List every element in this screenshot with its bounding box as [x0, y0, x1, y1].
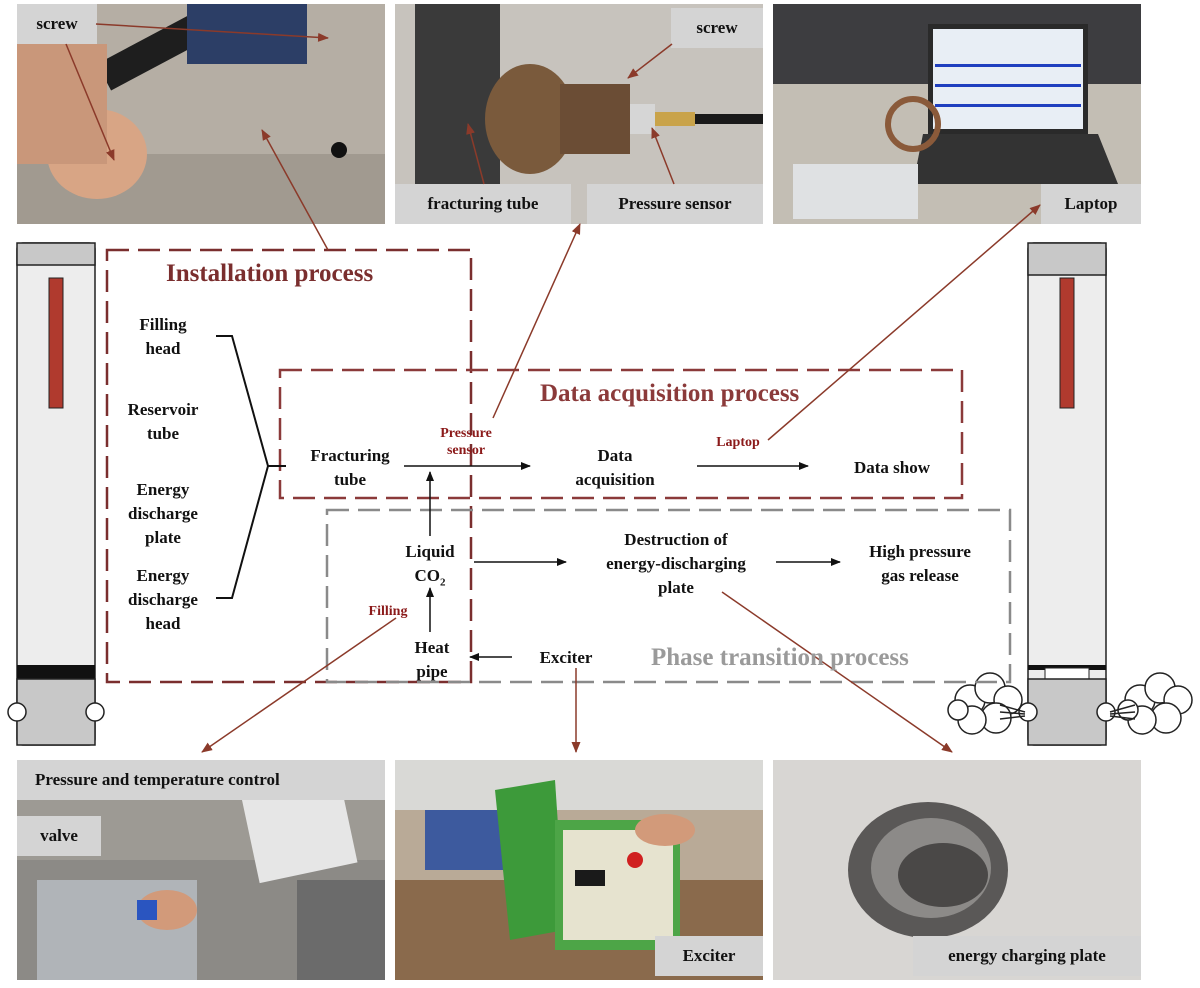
photo-exciter-image — [395, 760, 763, 980]
tag-exciter: Exciter — [655, 936, 763, 976]
node-data-show: Data show — [853, 458, 931, 477]
phase-transition-process-box — [325, 508, 1012, 684]
components-bracket — [216, 335, 286, 599]
leader-laptop-to-photo — [767, 204, 1041, 441]
tag-energy-charging-plate: energy charging plate — [913, 936, 1141, 976]
data-acquisition-process-title: Data acquisition process — [540, 380, 800, 407]
leader-tube-topmid — [466, 123, 485, 185]
tag-pressure-sensor: Pressure sensor — [587, 184, 763, 224]
photo-energy-charging-plate: energy charging plate — [773, 760, 1141, 980]
tube-left — [7, 242, 105, 746]
tag-pressure-temperature-control: Pressure and temperature control — [17, 760, 385, 800]
tag-screw-sensor: screw — [671, 8, 763, 48]
leader-screw-topleft-2 — [65, 43, 115, 161]
leader-filling-to-photo — [201, 617, 397, 753]
tag-fracturing-tube: fracturing tube — [395, 184, 571, 224]
gas-cloud-right — [1109, 672, 1193, 735]
tag-screw: screw — [17, 4, 97, 44]
co2-subscript: 2 — [440, 576, 446, 589]
leader-screw-topmid — [627, 43, 673, 79]
leader-sensor-to-photo — [492, 223, 581, 419]
gas-cloud-left — [947, 672, 1026, 735]
tube-right — [1018, 242, 1116, 746]
data-acquisition-process-box — [278, 368, 964, 500]
photo-laptop: Laptop — [773, 4, 1141, 224]
label-laptop: Laptop — [716, 435, 760, 450]
photo-exciter: Exciter — [395, 760, 763, 980]
label-filling: Filling — [368, 604, 408, 619]
phase-transition-process-title: Phase transition process — [651, 644, 909, 671]
node-liquid-co2: Liquid CO2 — [405, 542, 455, 589]
leader-screw-topleft — [95, 23, 329, 42]
installation-process-title: Installation process — [166, 260, 374, 287]
leader-installation-to-photo — [261, 129, 329, 251]
leader-plate-to-photo — [721, 591, 953, 753]
node-exciter: Exciter — [539, 648, 593, 667]
photo-laptop-image — [773, 4, 1141, 224]
photo-pressure-temperature-control: Pressure and temperature control valve — [17, 760, 385, 980]
photo-pressure-sensor: screw fracturing tube Pressure sensor — [395, 4, 763, 224]
co2-main: CO — [414, 566, 441, 585]
leader-sensor-topmid — [651, 127, 675, 185]
tag-laptop: Laptop — [1041, 184, 1141, 224]
tag-valve: valve — [17, 816, 101, 856]
